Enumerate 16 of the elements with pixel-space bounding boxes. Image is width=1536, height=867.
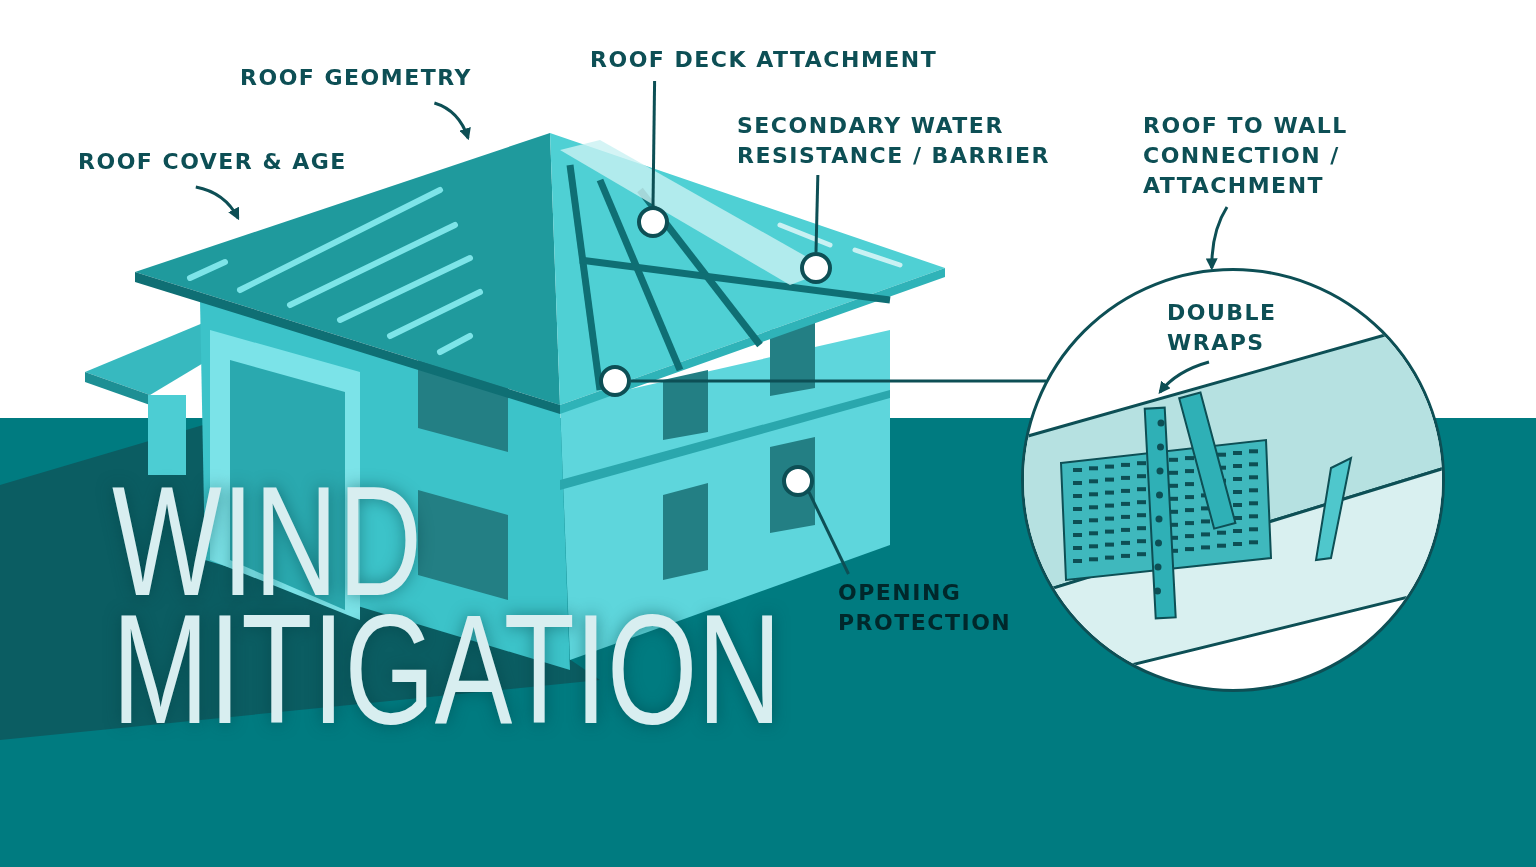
leader-line: [651, 80, 657, 207]
callout-label: ROOF COVER & AGE: [78, 147, 388, 177]
arrow: [1158, 360, 1210, 394]
title: WIND MITIGATION: [112, 478, 783, 734]
callout-label: SECONDARY WATER RESISTANCE / BARRIER: [737, 111, 1122, 171]
callout-label: ROOF GEOMETRY: [240, 63, 510, 93]
callout-label: OPENING PROTECTION: [838, 578, 1048, 638]
callout-label: DOUBLE WRAPS: [1167, 298, 1307, 358]
arrow: [1205, 206, 1229, 271]
leader-line: [814, 174, 820, 253]
arrow: [195, 185, 240, 221]
leader-line: [631, 379, 1046, 383]
callout-label: ROOF TO WALL CONNECTION / ATTACHMENT: [1143, 111, 1383, 201]
callout-label: ROOF DECK ATTACHMENT: [590, 45, 970, 75]
leader-line: [807, 491, 850, 575]
arrow: [433, 101, 471, 141]
